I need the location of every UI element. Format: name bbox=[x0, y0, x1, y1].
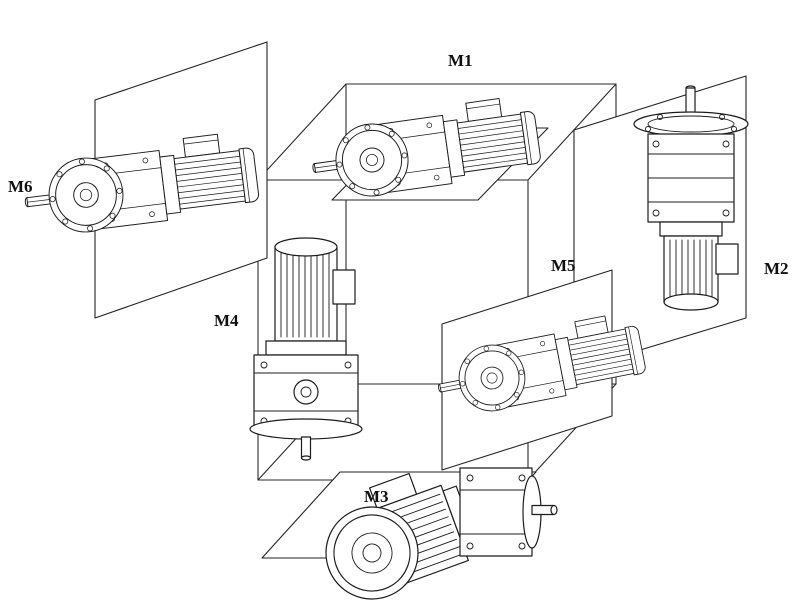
motor-body bbox=[663, 235, 719, 303]
label-m3: M3 bbox=[364, 487, 389, 506]
motor-adapter bbox=[265, 340, 347, 356]
fan-cover bbox=[325, 506, 419, 600]
motor-body bbox=[274, 246, 338, 342]
output-flange bbox=[249, 418, 363, 440]
label-m4: M4 bbox=[214, 311, 239, 330]
motor-adapter bbox=[659, 221, 723, 237]
label-m2: M2 bbox=[764, 259, 789, 278]
motor-m1-illustration bbox=[306, 93, 544, 205]
fan-cowl bbox=[663, 293, 719, 311]
output-shaft bbox=[300, 436, 312, 459]
label-m6: M6 bbox=[8, 177, 33, 196]
gearbox-housing bbox=[253, 354, 359, 430]
shaft-tip bbox=[300, 455, 312, 461]
terminal-box bbox=[715, 243, 739, 275]
label-m1: M1 bbox=[448, 51, 473, 70]
motor-m2-illustration bbox=[633, 85, 749, 311]
fan-cowl bbox=[274, 237, 338, 257]
shaft-tip bbox=[550, 504, 558, 516]
terminal-box bbox=[332, 269, 356, 305]
label-m5: M5 bbox=[551, 256, 576, 275]
motor-m4-illustration bbox=[249, 237, 363, 461]
motor-m3-illustration bbox=[325, 467, 558, 600]
